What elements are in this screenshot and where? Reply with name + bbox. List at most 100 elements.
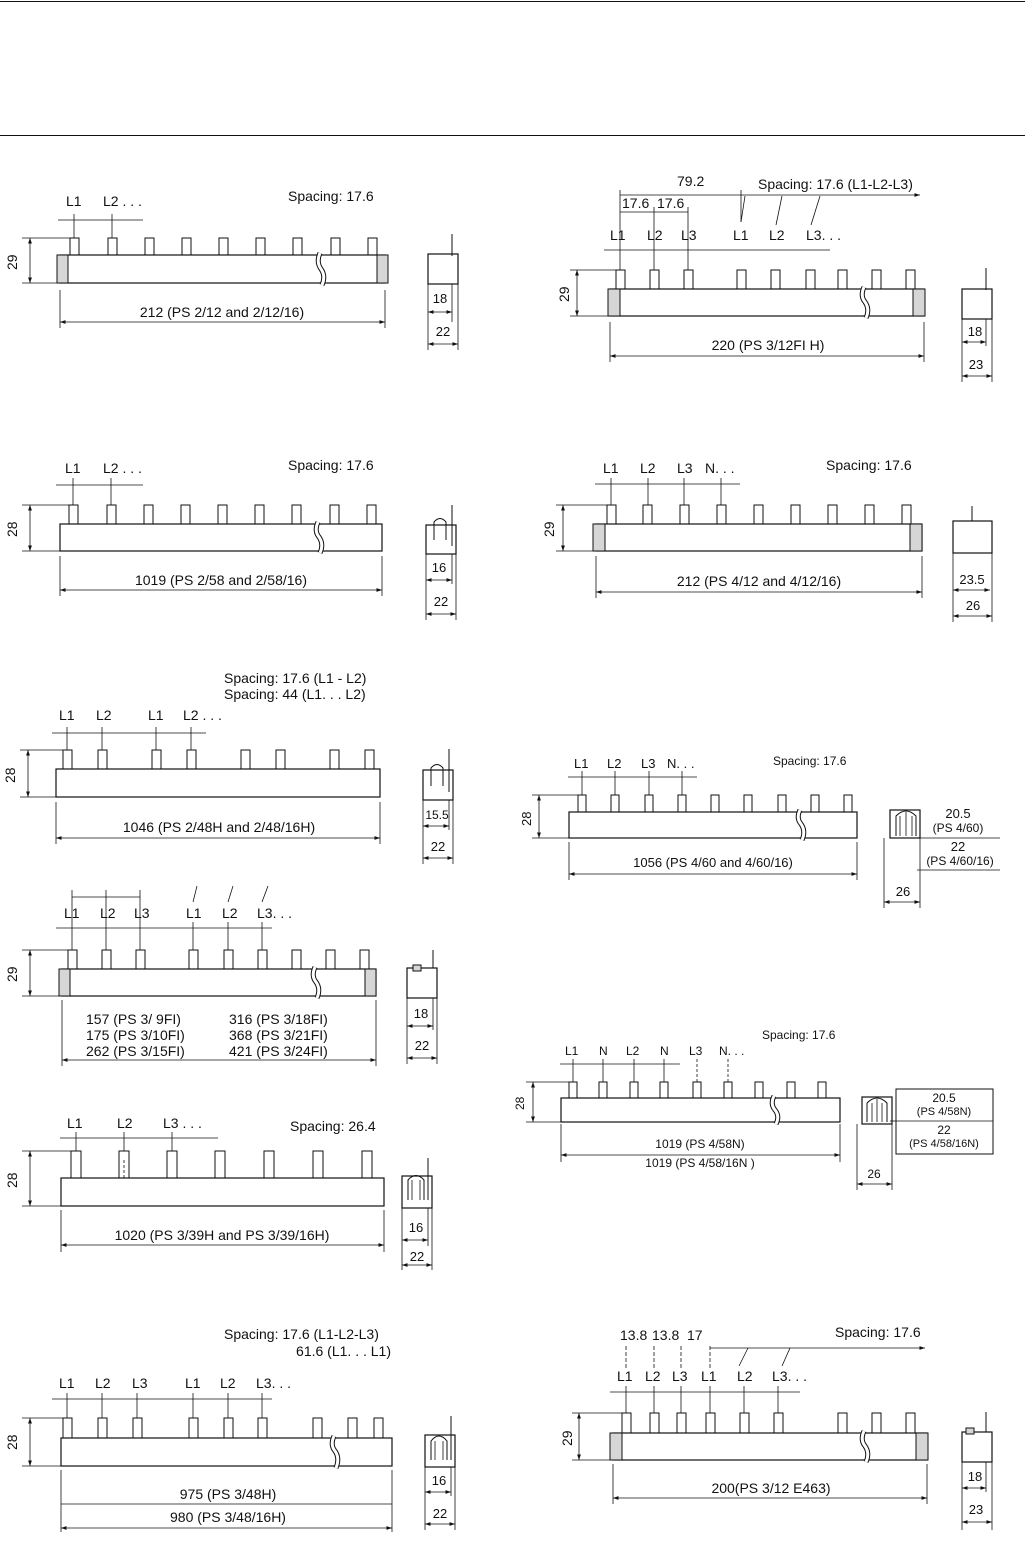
svg-text:L2: L2 [645, 1368, 661, 1384]
spacing-label: Spacing: 17.6 [288, 188, 374, 204]
pin [649, 269, 660, 290]
side-view [961, 1431, 993, 1463]
length-label: 212 (PS 2/12 and 2/12/16) [140, 304, 304, 320]
svg-text:L2: L2 [626, 1044, 640, 1058]
length-label: 316 (PS 3/18FI) [229, 1011, 328, 1027]
svg-text:L3: L3 [641, 756, 655, 771]
spacing-label-2: 61.6 (L1. . . L1) [296, 1343, 391, 1359]
pin [615, 269, 626, 290]
svg-text:17: 17 [687, 1327, 703, 1343]
spacing-label: Spacing: 17.6 [826, 457, 912, 473]
pin [181, 237, 192, 256]
svg-text:22: 22 [433, 1506, 447, 1521]
pin [683, 269, 694, 290]
side-view [952, 520, 993, 554]
svg-text:22: 22 [410, 1249, 424, 1264]
svg-text:N. . .: N. . . [719, 1044, 744, 1058]
svg-text:23.5: 23.5 [959, 572, 984, 587]
side-view [961, 288, 993, 320]
svg-text:L3. . .: L3. . . [256, 1375, 291, 1391]
side-dim-22: 22 [436, 324, 450, 339]
busbar-body [609, 288, 925, 317]
svg-text:29: 29 [4, 966, 20, 982]
length-label: 262 (PS 3/15FI) [86, 1043, 185, 1059]
svg-text:29: 29 [559, 1430, 575, 1446]
phase-label: L3 [681, 227, 697, 243]
svg-text:28: 28 [4, 1172, 20, 1188]
svg-text:L2: L2 [640, 460, 656, 476]
svg-text:L2 . . .: L2 . . . [183, 707, 222, 723]
panel-ps-4-12: Spacing: 17.6 L1 L2 L3 N. . . 29 212 (PS… [541, 457, 993, 622]
svg-text:23: 23 [969, 1502, 983, 1517]
length-label: 1019 (PS 4/58/16N ) [645, 1156, 754, 1170]
spacing-label: Spacing: 17.6 [773, 754, 847, 768]
pin [736, 269, 747, 290]
svg-text:28: 28 [4, 1434, 20, 1450]
length-label: 157 (PS 3/ 9FI) [86, 1011, 181, 1027]
svg-text:L1: L1 [185, 1375, 201, 1391]
svg-text:18: 18 [968, 1469, 982, 1484]
svg-text:26: 26 [896, 884, 910, 899]
panel-ps-3-39h: Spacing: 26.4 L1 L2 L3 . . . 28 1020 (PS… [4, 1115, 433, 1270]
svg-text:L3 . . .: L3 . . . [163, 1115, 202, 1131]
svg-text:28: 28 [4, 521, 20, 537]
svg-text:13.8: 13.8 [620, 1327, 647, 1343]
svg-text:L3: L3 [672, 1368, 688, 1384]
svg-text:L2: L2 [220, 1375, 236, 1391]
phase-label: L3. . . [806, 227, 841, 243]
svg-text:L2: L2 [100, 905, 116, 921]
spacing-label: Spacing: 17.6 [288, 457, 374, 473]
side-view [422, 769, 454, 801]
pin [292, 237, 303, 256]
svg-text:N. . .: N. . . [705, 460, 735, 476]
svg-text:29: 29 [541, 521, 557, 537]
svg-text:18: 18 [414, 1006, 428, 1021]
end-cap [607, 288, 621, 317]
svg-text:(PS 4/58N): (PS 4/58N) [917, 1106, 971, 1118]
dim-17-6: 17.6 [622, 195, 649, 211]
panel-ps-3-48h: Spacing: 17.6 (L1-L2-L3) 61.6 (L1. . . L… [4, 1326, 456, 1532]
svg-text:L1: L1 [617, 1368, 633, 1384]
svg-text:L1: L1 [565, 1044, 579, 1058]
svg-text:22: 22 [951, 839, 965, 854]
svg-text:L1: L1 [148, 707, 164, 723]
svg-text:15.5: 15.5 [425, 808, 449, 822]
end-cap [56, 254, 69, 284]
svg-text:16: 16 [432, 560, 446, 575]
svg-text:22: 22 [434, 594, 448, 609]
svg-text:L2: L2 [95, 1375, 111, 1391]
svg-text:L3: L3 [132, 1375, 148, 1391]
panel-ps-2-12: Spacing: 17.6 L1 L2 . . . 29 212 (PS 2/1… [4, 188, 459, 350]
phase-label: L1 [733, 227, 749, 243]
pin [871, 269, 882, 290]
svg-text:N: N [599, 1044, 608, 1058]
busbar-body [595, 523, 923, 552]
svg-text:L2: L2 [222, 905, 238, 921]
busbar-body [59, 523, 383, 552]
length-label: 1056 (PS 4/60 and 4/60/16) [633, 855, 793, 870]
length-label: 1019 (PS 4/58N) [655, 1137, 744, 1151]
svg-text:L3. . .: L3. . . [772, 1368, 807, 1384]
end-cap [376, 254, 389, 284]
dim-17-6: 17.6 [657, 195, 684, 211]
length-label: 200(PS 3/12 E463) [711, 1480, 830, 1496]
pin [905, 269, 916, 290]
busbar-body [560, 1097, 841, 1123]
pin [330, 237, 341, 256]
spacing-label-2: Spacing: 44 (L1. . . L2) [224, 686, 366, 702]
svg-text:L3: L3 [134, 905, 150, 921]
svg-text:L2 . . .: L2 . . . [103, 460, 142, 476]
busbar-body [612, 1432, 928, 1461]
svg-text:22: 22 [937, 1123, 951, 1137]
busbar-body [59, 254, 386, 284]
spacing-label: Spacing: 26.4 [290, 1118, 376, 1134]
svg-text:16: 16 [409, 1220, 423, 1235]
side-view [401, 1175, 433, 1209]
svg-text:L1: L1 [59, 707, 75, 723]
panel-ps-2-58: Spacing: 17.6 L1 L2 . . . 28 1019 (PS 2/… [4, 457, 457, 620]
svg-text:N: N [660, 1044, 669, 1058]
pin [805, 269, 816, 290]
phase-label: L2 [647, 227, 663, 243]
